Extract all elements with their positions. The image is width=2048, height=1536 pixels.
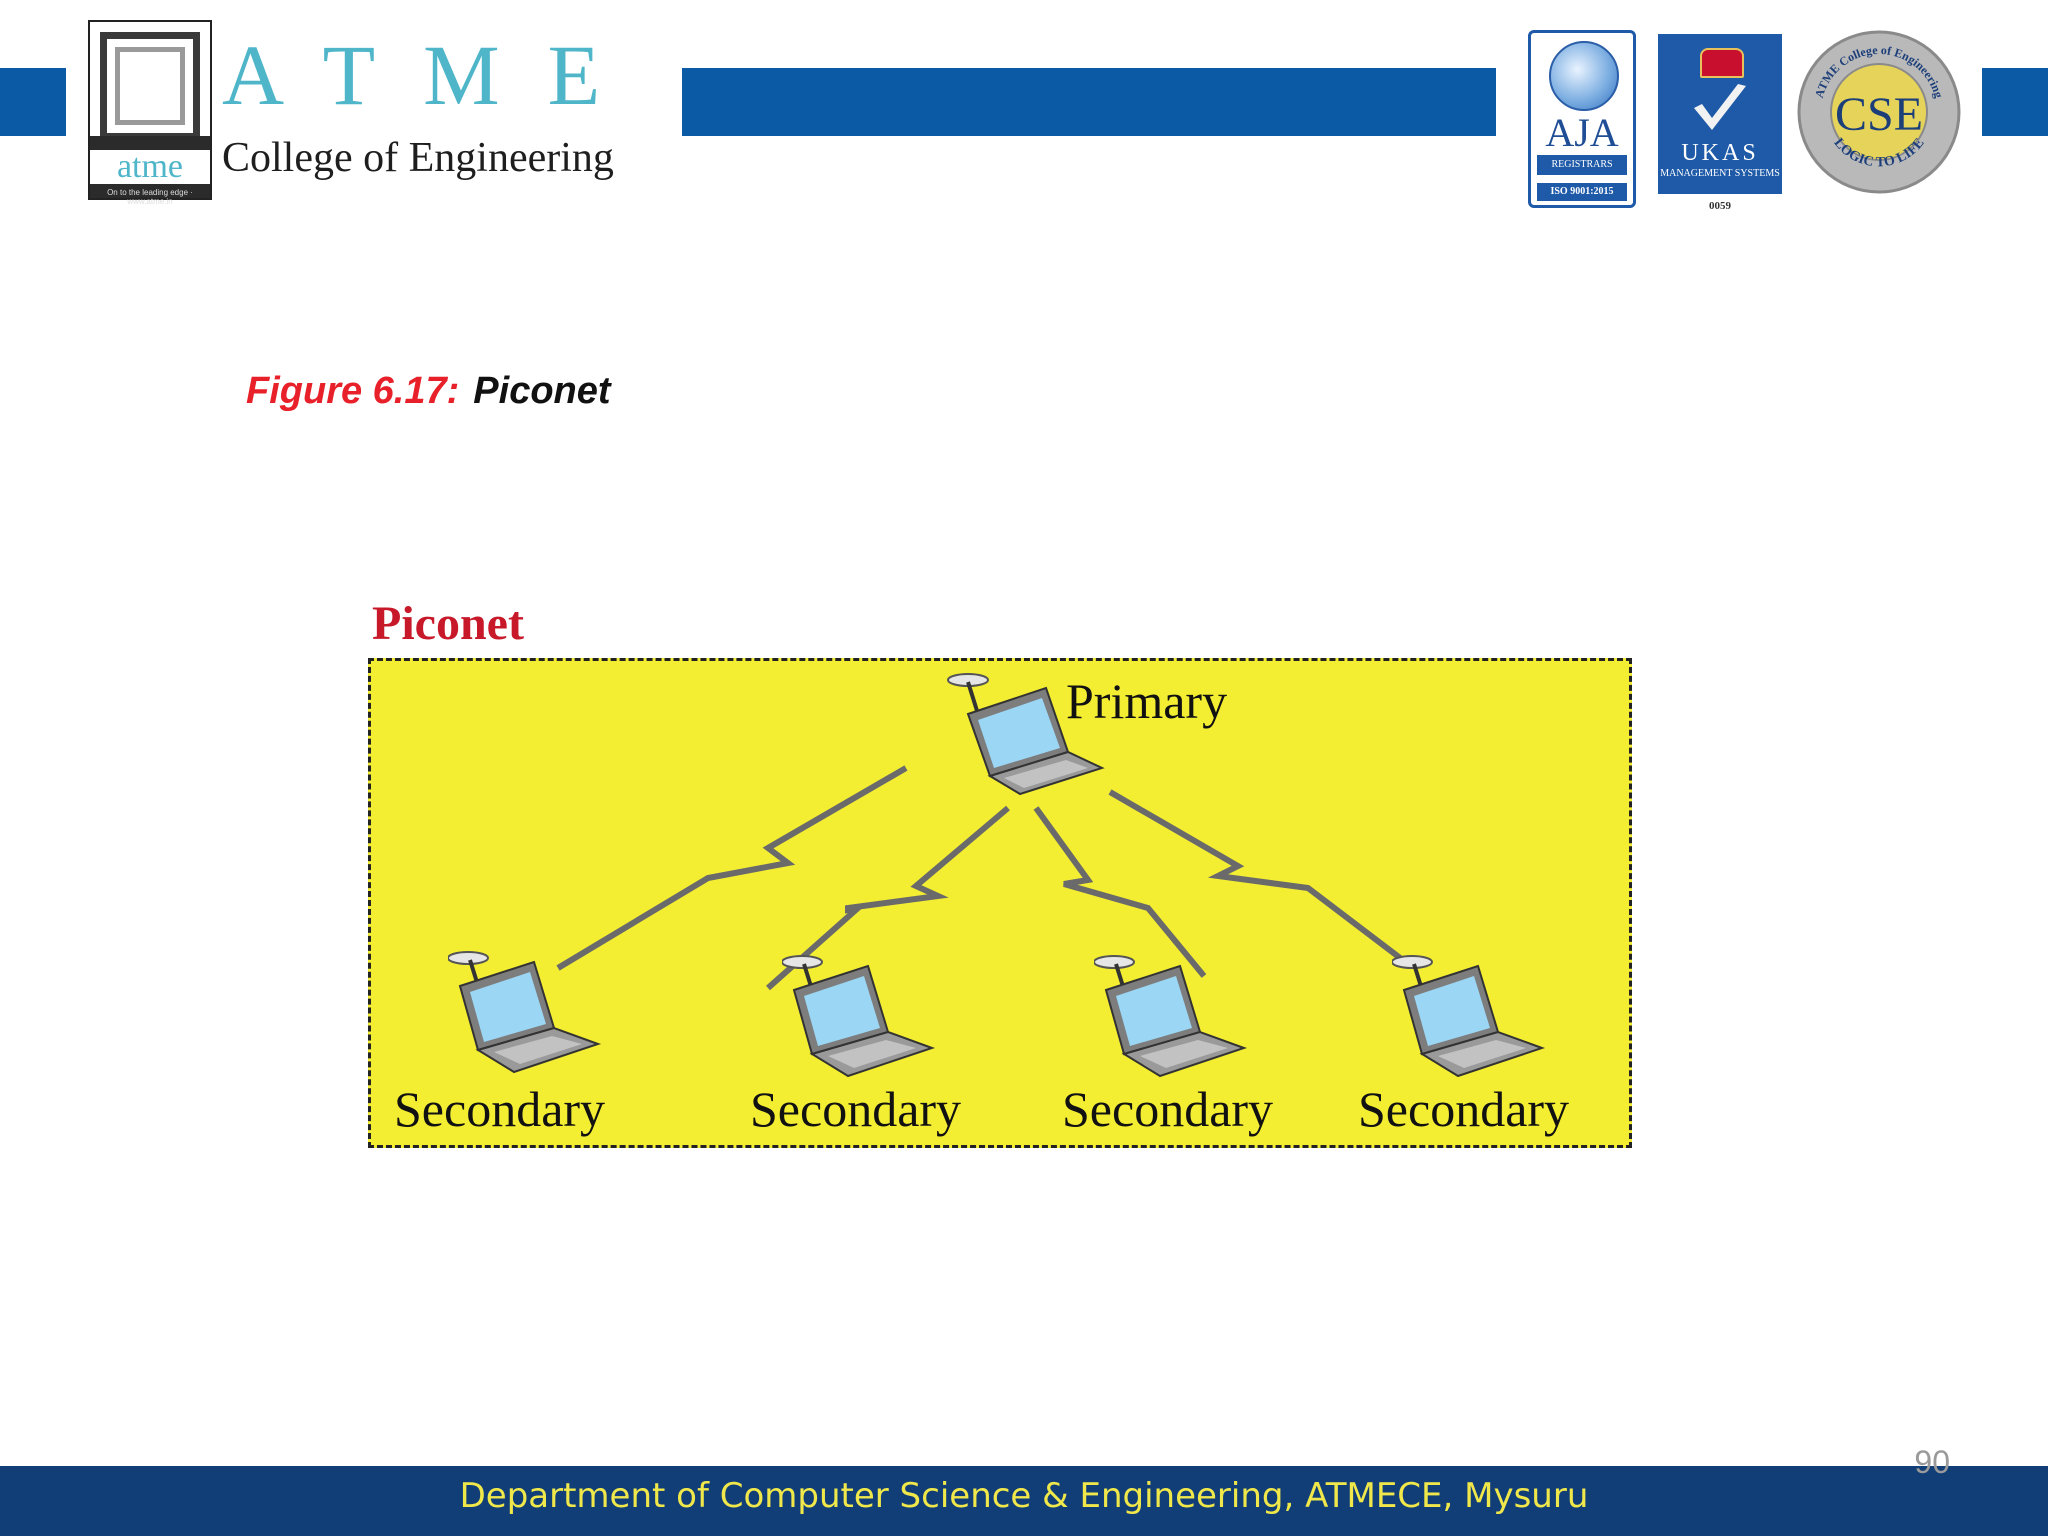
svg-text:CSE: CSE	[1835, 88, 1923, 141]
secondary-laptop-1-icon	[448, 951, 602, 1074]
slide-number: 90	[1914, 1444, 1950, 1480]
footer-text: Department of Computer Science & Enginee…	[459, 1476, 1589, 1516]
header-bar-right	[1982, 68, 2048, 136]
logo-word: atme	[90, 150, 210, 184]
footer-bar	[0, 1466, 2048, 1536]
secondary-label-2: Secondary	[750, 1081, 962, 1137]
wireless-link-3	[1033, 806, 1207, 978]
secondary-label-1: Secondary	[394, 1081, 606, 1137]
secondary-laptop-3-icon	[1094, 955, 1248, 1078]
globe-icon	[1549, 41, 1619, 111]
secondary-laptop-4-icon	[1392, 955, 1546, 1078]
cse-department-seal: CSE ATME College of Engineering LOGIC TO…	[1797, 30, 1961, 194]
wireless-link-4	[1108, 789, 1410, 967]
logo-frame-icon	[100, 32, 200, 140]
figure-number: Figure 6.17:	[246, 370, 460, 412]
wireless-link-1	[556, 765, 908, 971]
figure-title: Piconet	[473, 370, 611, 412]
aja-certification-logo: AJA REGISTRARS ISO 9001:2015	[1528, 30, 1636, 208]
header-bar-left	[0, 68, 66, 136]
wireless-links	[556, 765, 1410, 991]
crown-icon	[1700, 48, 1744, 78]
header-bar-center	[682, 68, 1496, 136]
secondary-laptop-2-icon	[782, 955, 936, 1078]
college-name: College of Engineering	[222, 135, 614, 181]
secondary-label-4: Secondary	[1358, 1081, 1570, 1137]
checkmark-icon	[1694, 84, 1746, 130]
ukas-number: 0059	[1709, 200, 1731, 212]
wireless-link-2	[766, 805, 1010, 991]
brand-letters: ATME	[222, 27, 649, 123]
logo-tagline: On to the leading edge · www.atme.in	[107, 188, 193, 206]
piconet-heading: Piconet	[372, 597, 524, 650]
primary-label: Primary	[1066, 673, 1228, 729]
ukas-certification-logo: UKAS MANAGEMENT SYSTEMS	[1658, 34, 1782, 194]
atme-logo: atme On to the leading edge · www.atme.i…	[88, 20, 212, 206]
primary-laptop-icon	[947, 673, 1105, 796]
figure-caption: Figure 6.17: Piconet	[246, 370, 611, 413]
secondary-label-3: Secondary	[1062, 1081, 1274, 1137]
